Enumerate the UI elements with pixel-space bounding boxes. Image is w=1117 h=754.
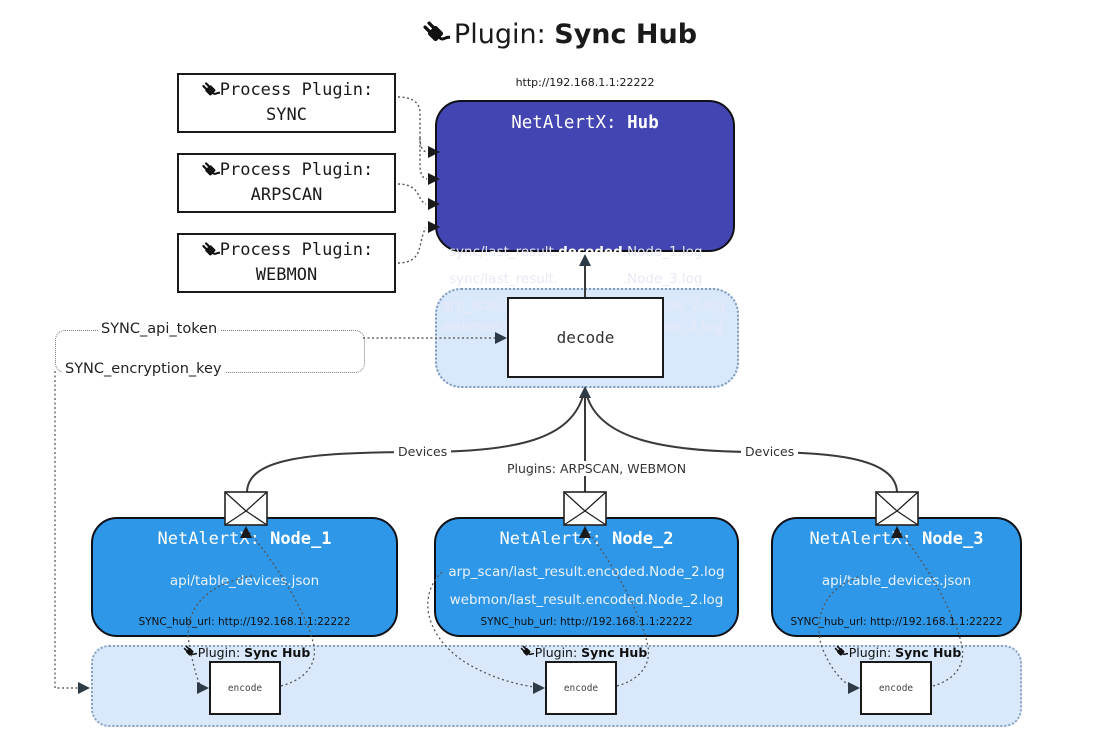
plugin-to-hub-dotted-edges	[397, 96, 428, 264]
process-plugin-label: Process Plugin:	[219, 239, 374, 260]
encode-box-node1: encode	[209, 661, 281, 715]
plug-icon	[199, 240, 220, 261]
encode-box-node3: encode	[860, 661, 932, 715]
plug-icon	[181, 644, 197, 659]
node3-box: NetAlertX: Node_3 api/table_devices.json…	[771, 517, 1022, 637]
process-plugin-label: Process Plugin:	[219, 79, 374, 100]
sync-encryption-key-label: SYNC_encryption_key	[62, 361, 225, 377]
decode-label: decode	[556, 328, 615, 347]
plug-icon	[518, 644, 534, 659]
plug-icon	[199, 160, 220, 181]
node-file: api/table_devices.json	[169, 573, 320, 589]
encryption-key-arrowhead	[78, 682, 90, 694]
encode-plugin-label: Plugin: Sync Hub	[473, 644, 693, 660]
plug-icon	[832, 644, 848, 659]
hub-box: NetAlertX: Hub sync/last_result.decoded.…	[435, 100, 735, 335]
hub-log-line: sync/last_result.decoded.Node_3.log	[449, 271, 703, 287]
decode-box: decode	[507, 297, 664, 378]
process-plugin-arpscan: Process Plugin: ARPSCAN	[177, 153, 396, 213]
encode-label: encode	[878, 682, 914, 694]
process-plugin-sync: Process Plugin: SYNC	[177, 73, 396, 133]
encode-plugin-label: Plugin: Sync Hub	[787, 644, 1007, 660]
process-plugin-label: Process Plugin:	[219, 159, 374, 180]
process-plugin-name: SYNC	[266, 105, 307, 125]
node-title: NetAlertX: Node_2	[499, 529, 674, 549]
encode-label: encode	[563, 682, 599, 694]
encode-box-node2: encode	[545, 661, 617, 715]
node2-box: NetAlertX: Node_2 arp_scan/last_result.e…	[434, 517, 739, 637]
process-plugin-name: ARPSCAN	[250, 185, 323, 205]
hub-url: http://192.168.1.1:22222	[515, 76, 655, 89]
node-hub-url: SYNC_hub_url: http://192.168.1.1:22222	[790, 616, 1003, 628]
devices-edge-label-right: Devices	[741, 444, 799, 459]
hub-title: NetAlertX: Hub	[511, 113, 659, 133]
process-plugin-name: WEBMON	[255, 265, 318, 285]
hub-log-line: sync/last_result.decoded.Node_1.log	[449, 244, 703, 260]
node-title: NetAlertX: Node_1	[157, 529, 332, 549]
encode-label: encode	[227, 682, 263, 694]
node-file: api/table_devices.json	[821, 573, 972, 589]
process-plugin-webmon: Process Plugin: WEBMON	[177, 233, 396, 293]
title-prefix: Plugin:	[453, 19, 555, 50]
sync-api-token-label: SYNC_api_token	[98, 321, 221, 337]
plug-icon	[420, 18, 450, 48]
node1-box: NetAlertX: Node_1 api/table_devices.json…	[91, 517, 398, 637]
page-title: Plugin: Sync Hub	[0, 18, 1117, 50]
title-name: Sync Hub	[554, 19, 698, 50]
plugins-edge-label: Plugins: ARPSCAN, WEBMON	[503, 461, 691, 476]
node-file: webmon/last_result.encoded.Node_2.log	[449, 592, 724, 608]
encode-plugin-label: Plugin: Sync Hub	[136, 644, 356, 660]
node-hub-url: SYNC_hub_url: http://192.168.1.1:22222	[480, 616, 693, 628]
node-hub-url: SYNC_hub_url: http://192.168.1.1:22222	[138, 616, 351, 628]
nodes-to-decode-arrow	[246, 386, 898, 494]
node-file: arp_scan/last_result.encoded.Node_2.log	[448, 564, 725, 580]
plug-icon	[199, 80, 220, 101]
devices-edge-label-left: Devices	[394, 444, 452, 459]
node-title: NetAlertX: Node_3	[809, 529, 984, 549]
